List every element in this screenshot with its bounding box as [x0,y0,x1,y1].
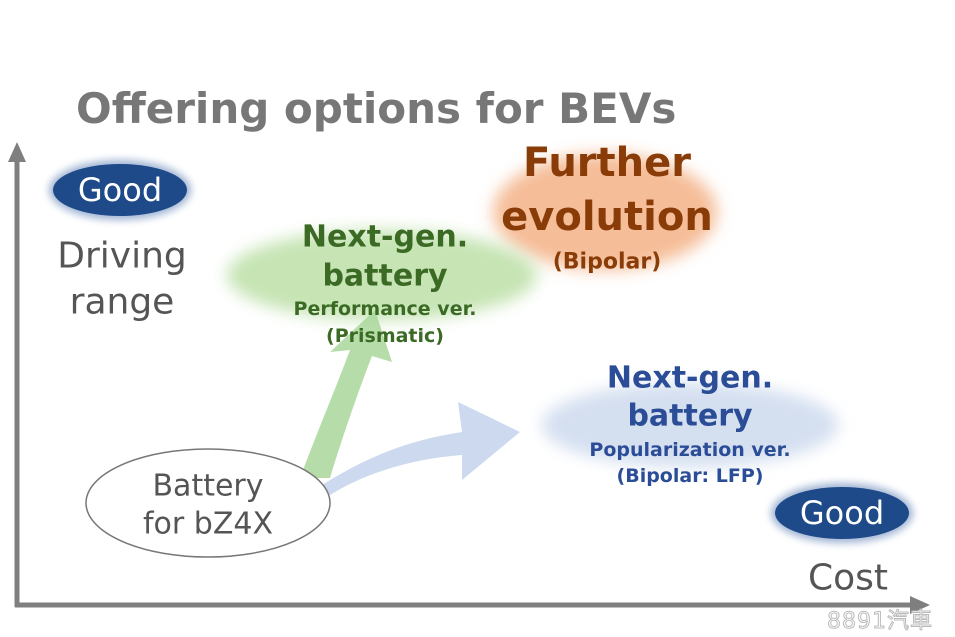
performance-line2: battery [322,258,448,294]
current-battery-line2: for bZ4X [142,506,274,542]
y-axis-good-badge: Good [53,164,187,216]
current-battery-line1: Battery [152,468,264,504]
further-line2: evolution [501,194,713,240]
performance-line3: Performance ver. [293,298,477,320]
x-axis-label: Cost [807,557,889,599]
performance-line4: (Prismatic) [326,325,444,347]
further-evolution-glow [493,154,717,270]
popularization-line2: battery [627,398,753,434]
x-axis-arrowhead [910,596,930,614]
y-axis-arrowhead [8,142,26,162]
page-title: Offering options for BEVs [76,84,677,133]
x-axis-good-badge: Good [775,487,909,539]
popularization-arrow [322,402,520,495]
current-battery-ellipse [85,448,331,558]
popularization-line3: Popularization ver. [589,439,791,461]
performance-arrow [300,310,392,478]
popularization-line1: Next-gen. [606,360,774,396]
performance-glow [227,230,537,320]
y-axis-label-line1: Driving [57,235,187,277]
further-line1: Further [523,140,691,186]
popularization-line4: (Bipolar: LFP) [616,465,764,487]
further-line3: (Bipolar) [552,249,662,275]
y-axis-label-line2: range [69,281,175,323]
watermark: 8891汽車 [827,609,933,635]
popularization-glow [542,383,838,467]
performance-line1: Next-gen. [301,219,469,255]
